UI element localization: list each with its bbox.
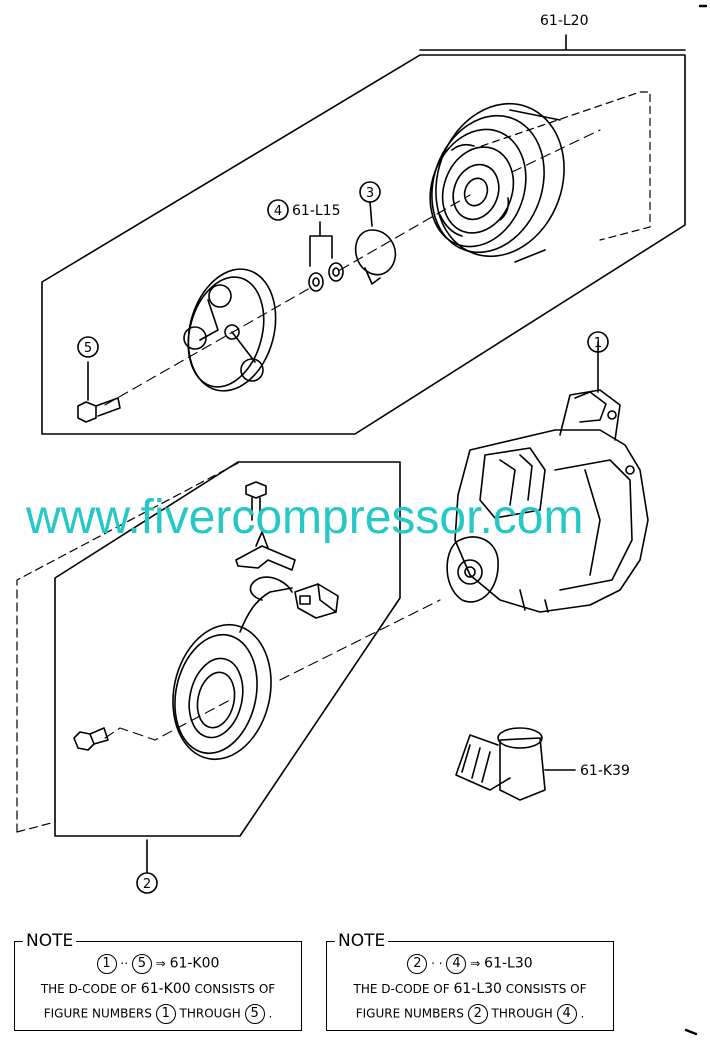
- note-box-1: NOTE 1 ·· 5 ⇒ 61-K00 THE D-CODE OF 61-K0…: [14, 931, 302, 1031]
- callout-circle-4: [267, 199, 289, 221]
- callout-number-3: 3: [366, 186, 374, 201]
- note-from-number: 2: [407, 954, 428, 974]
- note-line3-from: 2: [467, 1004, 488, 1024]
- note-code: 61-K00: [169, 955, 220, 972]
- note-to-number: 4: [446, 954, 467, 974]
- washer-code-label: 61-L15: [292, 203, 340, 219]
- field-coil: [172, 576, 293, 761]
- note-title: NOTE: [23, 931, 77, 951]
- note-dots: ··: [120, 956, 129, 971]
- note-dots: · ·: [431, 956, 443, 971]
- field-coil-panel: [54, 461, 401, 837]
- note-line2-suffix: CONSISTS OF: [505, 982, 587, 996]
- note-line2-code: 61-K00: [140, 981, 191, 997]
- note-line2-prefix: THE D-CODE OF: [353, 982, 450, 996]
- center-bolt: [77, 361, 121, 423]
- note-line3-to: 4: [556, 1004, 577, 1024]
- clip-screw: [245, 481, 267, 521]
- note-line3-to: 5: [244, 1004, 265, 1024]
- note-arrow: ⇒: [470, 956, 481, 971]
- note-line2-suffix: CONSISTS OF: [194, 982, 276, 996]
- callout-number-5: 5: [84, 341, 92, 356]
- note-code: 61-L30: [484, 955, 533, 972]
- wire-clip: [235, 531, 296, 571]
- note-box-2: NOTE 2 · · 4 ⇒ 61-L30 THE D-CODE OF 61-L…: [326, 931, 614, 1031]
- callout-number-1: 1: [594, 336, 602, 351]
- note-line3-through: THROUGH: [179, 1006, 241, 1021]
- note-line2-prefix: THE D-CODE OF: [40, 982, 137, 996]
- note-line3-prefix: FIGURE NUMBERS: [43, 1006, 152, 1021]
- callout-number-2: 2: [143, 877, 151, 892]
- callout-circle-2: [136, 872, 158, 894]
- note-arrow: ⇒: [155, 956, 166, 971]
- note-line3-end: .: [268, 1006, 273, 1021]
- note-line2-code: 61-L30: [453, 981, 502, 997]
- callout-number-4: 4: [274, 204, 282, 219]
- note-line3-end: .: [580, 1006, 585, 1021]
- note-from-number: 1: [96, 954, 117, 974]
- coil-connector: [294, 583, 339, 619]
- note-line3-prefix: FIGURE NUMBERS: [355, 1006, 464, 1021]
- callout-circle-1: [587, 331, 609, 353]
- note-line3-from: 1: [155, 1004, 176, 1024]
- assembly-code-label: 61-L20: [540, 13, 588, 29]
- note-line3-through: THROUGH: [491, 1006, 553, 1021]
- pressure-switch: [455, 727, 576, 801]
- note-title: NOTE: [335, 931, 389, 951]
- watermark-text: www.fivercompressor.com: [26, 491, 584, 544]
- assembly-leader: [419, 34, 686, 51]
- pulley: [429, 102, 565, 263]
- callout-circle-5: [77, 336, 99, 358]
- clutch-assembly-panel: [41, 54, 686, 435]
- compressor-body: [446, 341, 649, 613]
- switch-code-label: 61-K39: [580, 763, 630, 779]
- note-to-number: 5: [131, 954, 152, 974]
- snap-ring: [354, 229, 397, 285]
- coil-screw: [73, 727, 109, 751]
- pressure-plate: [183, 268, 277, 392]
- shim-washers: [308, 221, 344, 292]
